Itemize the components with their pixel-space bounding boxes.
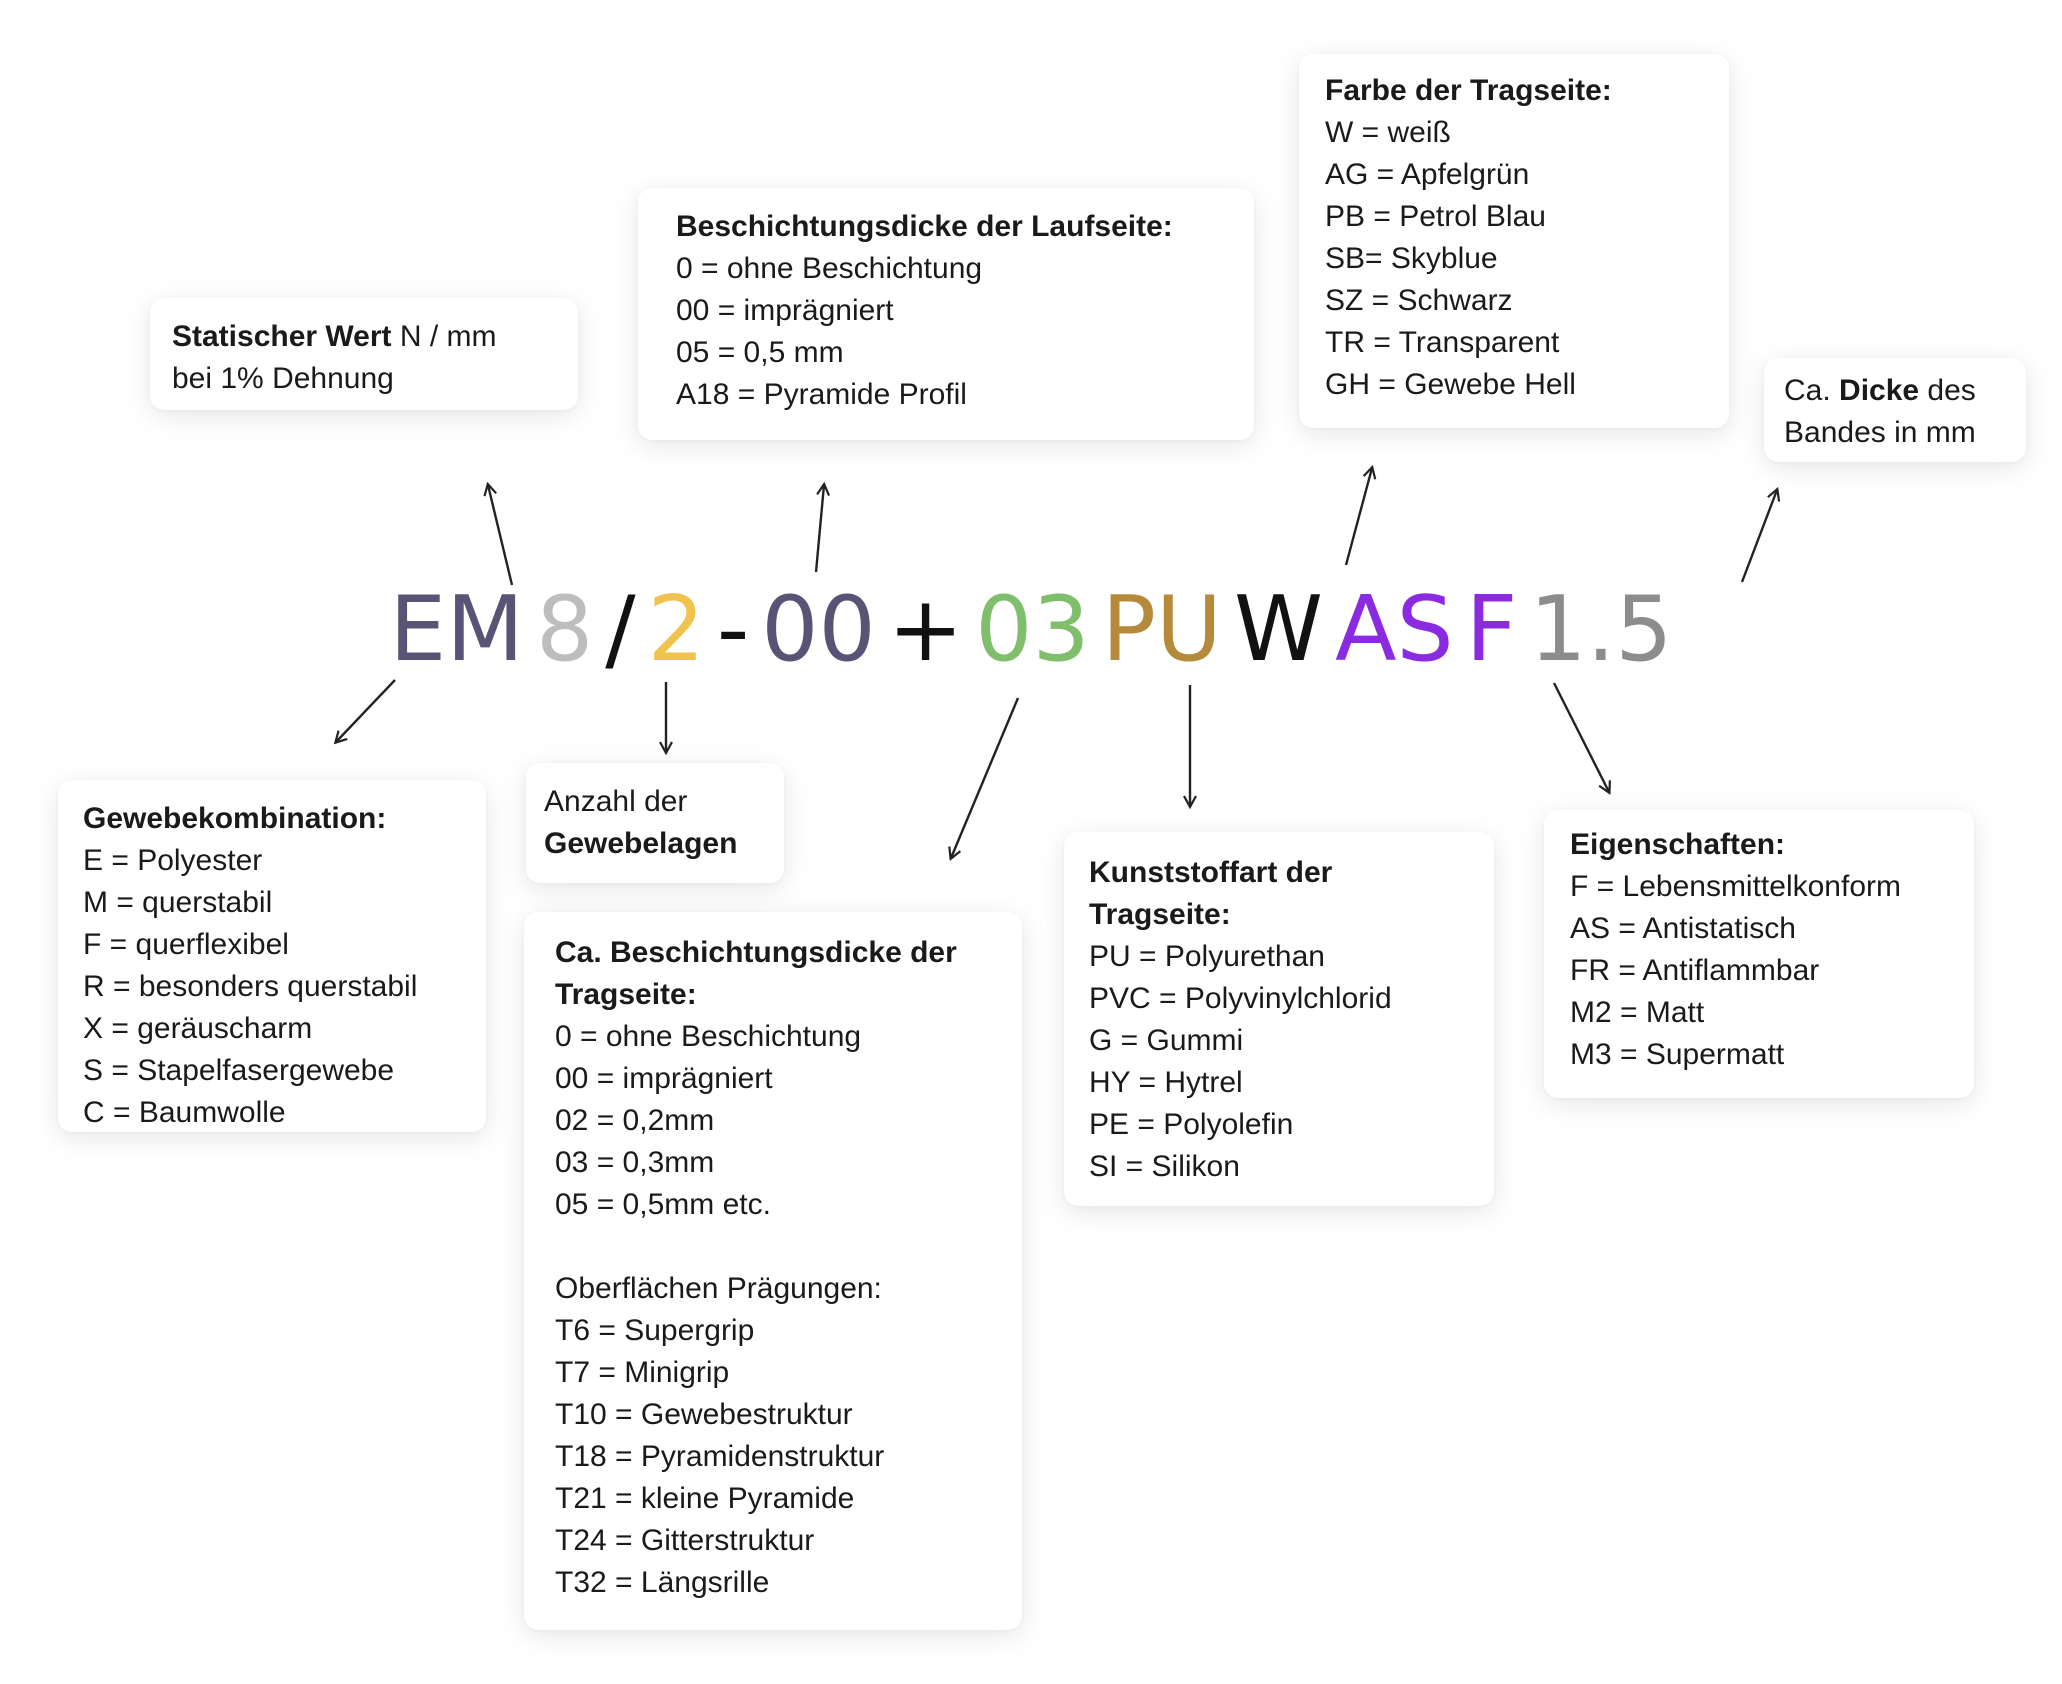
statisch-line2: bei 1% Dehnung (172, 362, 394, 395)
kunststoff-title2: Tragseite: (1089, 898, 1231, 931)
code-part-2: 2 (647, 577, 705, 682)
gewebe-item: M = querstabil (83, 886, 273, 919)
dicke-bold: Dicke (1839, 374, 1920, 407)
farbe-item: GH = Gewebe Hell (1325, 368, 1576, 401)
anzahl-bold: Gewebelagen (544, 827, 738, 860)
farbe-item: PB = Petrol Blau (1325, 200, 1546, 233)
gewebe-title: Gewebekombination: (83, 802, 387, 835)
gewebe-item: R = besonders querstabil (83, 970, 418, 1003)
kunststoff-title1: Kunststoffart der (1089, 856, 1333, 889)
code-part-as: AS (1334, 577, 1454, 682)
code-part-thickness: 1.5 (1529, 577, 1673, 682)
statisch-rest: N / mm (391, 320, 497, 353)
arrow-statisch (488, 485, 514, 586)
gewebe-item: S = Stapelfasergewebe (83, 1054, 395, 1087)
tragdicke-item2: T32 = Längsrille (555, 1566, 770, 1599)
eigen-item: AS = Antistatisch (1570, 912, 1796, 945)
tragdicke-subtitle: Oberflächen Prägungen: (555, 1272, 882, 1305)
tragdicke-title2: Tragseite: (555, 978, 697, 1011)
statisch-bold: Statischer Wert (172, 320, 392, 353)
eigen-item: F = Lebensmittelkonform (1570, 870, 1901, 903)
farbe-title: Farbe der Tragseite: (1325, 74, 1612, 107)
laufseite-title: Beschichtungsdicke der Laufseite: (676, 210, 1173, 243)
code-part-dash: - (716, 577, 750, 682)
laufseite-item: 05 = 0,5 mm (676, 336, 844, 369)
tragdicke-item: 0 = ohne Beschichtung (555, 1020, 862, 1053)
farbe-item: SZ = Schwarz (1325, 284, 1513, 317)
eigen-item: M3 = Supermatt (1570, 1038, 1785, 1071)
card-eigenschaften: Eigenschaften: F = Lebensmittelkonform A… (1544, 810, 1974, 1098)
arrow-laufseite (814, 485, 824, 573)
kunststoff-item: SI = Silikon (1089, 1150, 1240, 1183)
arrow-dicke (1740, 490, 1777, 583)
tragdicke-item: 05 = 0,5mm etc. (555, 1188, 771, 1221)
dicke-post: des (1919, 374, 1976, 407)
farbe-item: W = weiß (1325, 116, 1451, 149)
card-farbe: Farbe der Tragseite: W = weiß AG = Apfel… (1299, 54, 1729, 428)
arrow-tragdicke (951, 697, 1020, 858)
card-statischer-wert: Statischer Wert N / mm bei 1% Dehnung (150, 298, 578, 410)
farbe-item: AG = Apfelgrün (1325, 158, 1530, 191)
card-dicke: Ca. Dicke des Bandes in mm (1764, 358, 2026, 462)
code-part-pu: PU (1101, 577, 1222, 682)
gewebe-item: E = Polyester (83, 844, 263, 877)
arrow-gewebe (336, 679, 396, 742)
tragdicke-item2: T24 = Gitterstruktur (555, 1524, 815, 1557)
tragdicke-title1: Ca. Beschichtungsdicke der (555, 936, 957, 969)
tragdicke-item2: T7 = Minigrip (555, 1356, 730, 1389)
code-part-em: EM (389, 577, 524, 682)
kunststoff-item: PE = Polyolefin (1089, 1108, 1294, 1141)
laufseite-item: 00 = imprägniert (676, 294, 894, 327)
tragdicke-item2: T6 = Supergrip (555, 1314, 755, 1347)
farbe-item: SB= Skyblue (1325, 242, 1498, 275)
tragdicke-item: 03 = 0,3mm (555, 1146, 715, 1179)
code-part-w: W (1233, 577, 1323, 682)
kunststoff-item: HY = Hytrel (1089, 1066, 1243, 1099)
eigen-item: FR = Antiflammbar (1570, 954, 1820, 987)
gewebe-item: F = querflexibel (83, 928, 289, 961)
dicke-pre: Ca. (1784, 374, 1840, 407)
arrow-eigen (1552, 682, 1609, 792)
code-part-plus: + (887, 577, 964, 682)
laufseite-item: A18 = Pyramide Profil (676, 378, 967, 411)
kunststoff-item: PU = Polyurethan (1089, 940, 1325, 973)
eigen-title: Eigenschaften: (1570, 828, 1786, 861)
tragdicke-item: 00 = imprägniert (555, 1062, 773, 1095)
gewebe-item: X = geräuscharm (83, 1012, 313, 1045)
code-part-f: F (1465, 577, 1518, 682)
card-kunststoffart: Kunststoffart der Tragseite: PU = Polyur… (1064, 832, 1494, 1206)
laufseite-item: 0 = ohne Beschichtung (676, 252, 983, 285)
tragdicke-item2: T18 = Pyramidenstruktur (555, 1440, 885, 1473)
arrow-farbe (1344, 468, 1372, 566)
tragdicke-item2: T10 = Gewebestruktur (555, 1398, 853, 1431)
code-part-slash: / (605, 577, 636, 682)
dicke-line2: Bandes in mm (1784, 416, 1976, 449)
kunststoff-item: PVC = Polyvinylchlorid (1089, 982, 1392, 1015)
card-gewebekombination: Gewebekombination: E = Polyester M = que… (58, 780, 486, 1132)
spacer (555, 1226, 991, 1268)
anzahl-line1: Anzahl der (544, 785, 688, 818)
code-part-03: 03 (975, 577, 1090, 682)
gewebe-item: C = Baumwolle (83, 1096, 286, 1129)
tragdicke-item: 02 = 0,2mm (555, 1104, 715, 1137)
tragdicke-item2: T21 = kleine Pyramide (555, 1482, 855, 1515)
farbe-item: TR = Transparent (1325, 326, 1560, 359)
card-tragseite-dicke: Ca. Beschichtungsdicke der Tragseite: 0 … (524, 912, 1022, 1630)
card-laufseite: Beschichtungsdicke der Laufseite: 0 = oh… (638, 188, 1254, 440)
card-anzahl-gewebelagen: Anzahl der Gewebelagen (526, 763, 784, 883)
eigen-item: M2 = Matt (1570, 996, 1705, 1029)
code-part-00: 00 (761, 577, 876, 682)
kunststoff-item: G = Gummi (1089, 1024, 1244, 1057)
code-part-8: 8 (535, 577, 594, 682)
